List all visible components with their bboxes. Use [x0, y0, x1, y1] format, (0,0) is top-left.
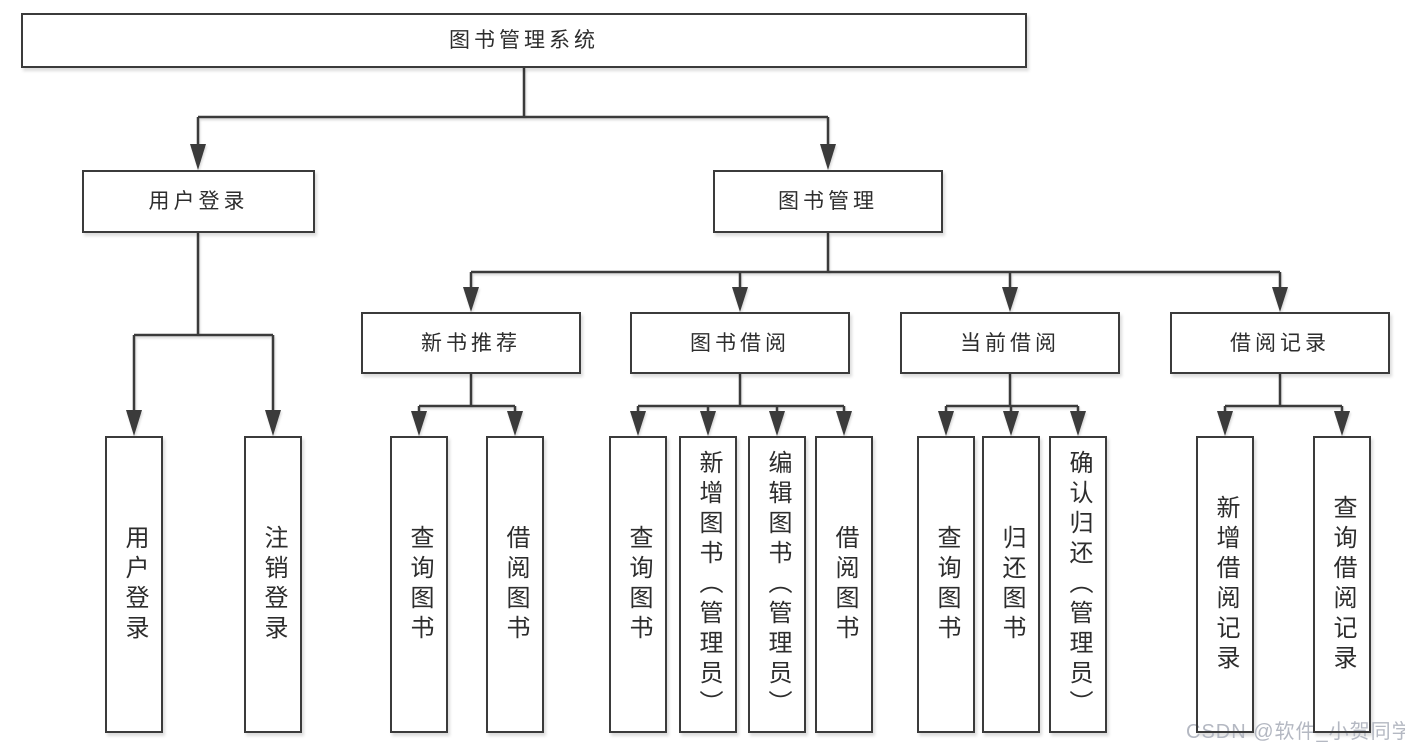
leaf-user-login-label: 用户登录: [121, 524, 148, 645]
leaf-user-login: 用户登录: [105, 436, 163, 733]
node-current-borrowing-label: 当前借阅: [960, 331, 1060, 355]
leaf-current-return-books-label: 归还图书: [998, 524, 1025, 645]
node-user-login-label: 用户登录: [148, 190, 249, 213]
connector-bookmgmt-to-level3: [463, 233, 1288, 312]
leaf-record-add-record-label: 新增借阅记录: [1212, 494, 1239, 675]
leaf-borrow-add-books-admin: 新增图书（管理员）: [679, 436, 737, 733]
node-user-login: 用户登录: [82, 170, 315, 233]
arrow-down-icon: [507, 411, 523, 436]
leaf-borrow-borrow-books: 借阅图书: [815, 436, 873, 733]
leaf-borrow-edit-books-admin-label: 编辑图书（管理员）: [764, 449, 791, 720]
leaf-newbook-query-books: 查询图书: [390, 436, 448, 733]
arrow-down-icon: [732, 287, 748, 312]
node-borrowing-records: 借阅记录: [1170, 312, 1390, 374]
arrow-down-icon: [411, 411, 427, 436]
arrow-down-icon: [1070, 411, 1086, 436]
leaf-record-query-record-label: 查询借阅记录: [1329, 494, 1356, 675]
leaf-borrow-edit-books-admin: 编辑图书（管理员）: [748, 436, 806, 733]
arrow-down-icon: [630, 411, 646, 436]
node-root: 图书管理系统: [21, 13, 1027, 68]
connector-root-to-level2: [190, 68, 836, 170]
leaf-borrow-query-books-label: 查询图书: [625, 524, 652, 645]
leaf-current-confirm-return-admin-label: 确认归还（管理员）: [1065, 449, 1092, 720]
arrow-down-icon: [836, 411, 852, 436]
arrow-down-icon: [938, 411, 954, 436]
connector-currentborrow-to-leaves: [938, 374, 1086, 436]
arrow-down-icon: [1334, 411, 1350, 436]
leaf-borrow-add-books-admin-label: 新增图书（管理员）: [695, 449, 722, 720]
leaf-record-query-record: 查询借阅记录: [1313, 436, 1371, 733]
node-book-management: 图书管理: [713, 170, 943, 233]
connector-borrowrecord-to-leaves: [1217, 374, 1350, 436]
node-new-book-recommend: 新书推荐: [361, 312, 581, 374]
node-book-management-label: 图书管理: [778, 190, 878, 213]
leaf-newbook-query-books-label: 查询图书: [406, 524, 433, 645]
arrow-down-icon: [1217, 411, 1233, 436]
connector-bookborrow-to-leaves: [630, 374, 852, 436]
leaf-borrow-borrow-books-label: 借阅图书: [831, 524, 858, 645]
arrow-down-icon: [820, 144, 836, 170]
leaf-logout-login-label: 注销登录: [260, 524, 287, 645]
node-root-label: 图书管理系统: [449, 29, 599, 52]
leaf-record-add-record: 新增借阅记录: [1196, 436, 1254, 733]
arrow-down-icon: [190, 144, 206, 170]
leaf-current-return-books: 归还图书: [982, 436, 1040, 733]
connector-newbook-to-leaves: [411, 374, 523, 436]
watermark: CSDN @软件_小贺同学: [1186, 721, 1405, 743]
node-book-borrowing: 图书借阅: [630, 312, 850, 374]
arrow-down-icon: [769, 411, 785, 436]
leaf-current-query-books-label: 查询图书: [933, 524, 960, 645]
leaf-logout-login: 注销登录: [244, 436, 302, 733]
leaf-newbook-borrow-books: 借阅图书: [486, 436, 544, 733]
connector-userlogin-to-leaves: [126, 233, 281, 436]
leaf-current-confirm-return-admin: 确认归还（管理员）: [1049, 436, 1107, 733]
leaf-borrow-query-books: 查询图书: [609, 436, 667, 733]
node-borrowing-records-label: 借阅记录: [1230, 331, 1330, 355]
leaf-current-query-books: 查询图书: [917, 436, 975, 733]
node-new-book-recommend-label: 新书推荐: [421, 331, 521, 355]
arrow-down-icon: [1272, 287, 1288, 312]
arrow-down-icon: [126, 410, 142, 436]
arrow-down-icon: [700, 411, 716, 436]
arrow-down-icon: [1003, 411, 1019, 436]
leaf-newbook-borrow-books-label: 借阅图书: [502, 524, 529, 645]
node-book-borrowing-label: 图书借阅: [690, 331, 790, 355]
node-current-borrowing: 当前借阅: [900, 312, 1120, 374]
arrow-down-icon: [265, 410, 281, 436]
arrow-down-icon: [463, 287, 479, 312]
arrow-down-icon: [1002, 287, 1018, 312]
